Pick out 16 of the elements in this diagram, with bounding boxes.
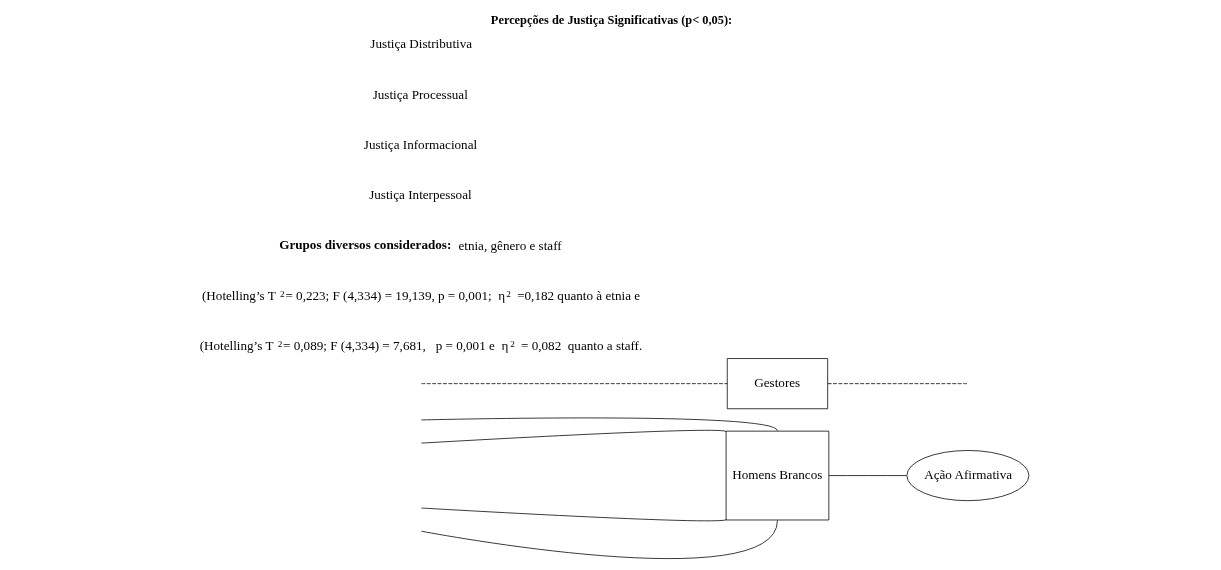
label: Justiça Interpessoal (368, 187, 472, 203)
connector (420, 383, 728, 385)
label: Justiça Distributiva (369, 36, 472, 52)
connector (420, 429, 726, 444)
label: Justiça Informacional (363, 136, 477, 152)
label: Grupos diversos considerados: etnia, gênero e staff (278, 236, 562, 253)
connector (420, 507, 727, 522)
node-ellipse: Ação Afirmativa (905, 450, 1029, 502)
diagram-title: Percepções de Justiça Significativas (p< 0,05): (490, 12, 732, 27)
connector (420, 417, 778, 432)
label: Justiça Processual (372, 86, 468, 102)
connector (827, 475, 907, 476)
node-box: Homens Brancos (725, 430, 829, 521)
node-box: Gestores (726, 358, 828, 410)
connector (827, 383, 967, 385)
connector (420, 520, 778, 559)
